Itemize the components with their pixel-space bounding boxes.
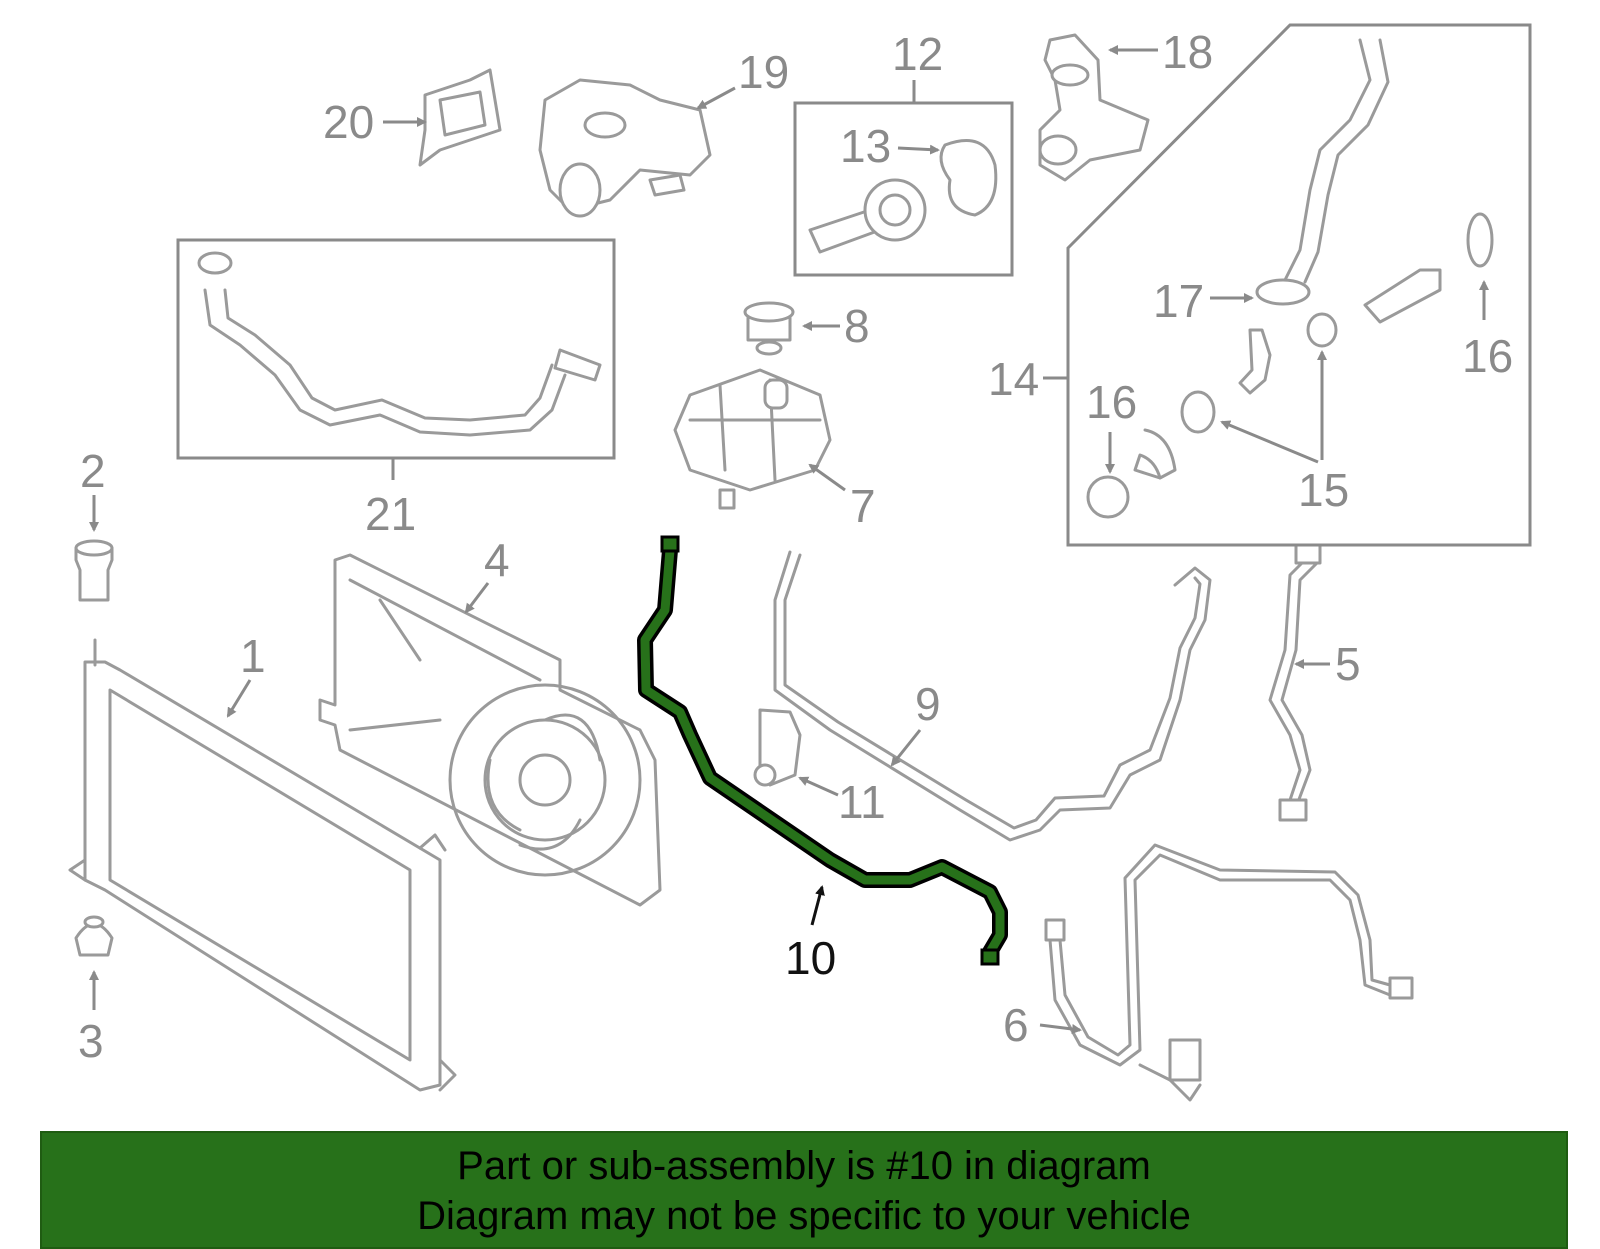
thermostat-housing[interactable]	[808, 139, 998, 254]
callout-10: 10	[785, 932, 836, 984]
callout-12: 12	[892, 28, 943, 80]
callout-14: 14	[988, 353, 1039, 405]
gasket-20[interactable]	[418, 68, 502, 167]
callout-6: 6	[1003, 999, 1029, 1051]
wiring-harness[interactable]	[1044, 843, 1414, 1102]
callout-13: 13	[840, 120, 891, 172]
callout-7: 7	[850, 480, 876, 532]
callout-3: 3	[78, 1015, 104, 1067]
callout-2: 2	[80, 445, 106, 497]
callout-17: 17	[1153, 275, 1204, 327]
coolant-reservoir[interactable]	[673, 368, 832, 510]
group-box-14	[1066, 23, 1532, 547]
hose-bracket-11[interactable]	[753, 708, 802, 787]
cooling-fan-assembly[interactable]	[318, 553, 662, 907]
lower-radiator-hose-21[interactable]	[197, 251, 602, 437]
coolant-hose-9[interactable]	[773, 550, 1212, 842]
callout-5: 5	[1335, 638, 1361, 690]
reservoir-cap[interactable]	[743, 301, 795, 356]
group-box-12	[793, 101, 1014, 277]
callout-1: 1	[240, 630, 266, 682]
coolant-hose-10-highlighted[interactable]	[637, 535, 1008, 966]
callout-20: 20	[323, 96, 374, 148]
callout-16-left: 16	[1086, 376, 1137, 428]
radiator-mount-lower[interactable]	[74, 915, 114, 957]
radiator-part[interactable]	[68, 638, 457, 1092]
callout-16-right: 16	[1462, 330, 1513, 382]
callout-8: 8	[844, 300, 870, 352]
upper-hose-kit[interactable]	[1086, 38, 1494, 519]
banner-line-2: Diagram may not be specific to your vehi…	[417, 1194, 1191, 1238]
callout-21: 21	[365, 488, 416, 540]
info-banner: Part or sub-assembly is #10 in diagram D…	[40, 1131, 1568, 1249]
banner-line-1: Part or sub-assembly is #10 in diagram	[457, 1144, 1151, 1188]
callout-11: 11	[838, 776, 886, 828]
callout-18: 18	[1162, 26, 1213, 78]
coolant-sensor-line[interactable]	[1268, 543, 1322, 822]
callout-4: 4	[484, 534, 510, 586]
radiator-grommet-upper[interactable]	[74, 539, 114, 602]
thermostat-housing-19[interactable]	[538, 78, 712, 218]
callout-15: 15	[1298, 464, 1349, 516]
callout-19: 19	[738, 46, 789, 98]
group-box-21	[176, 238, 616, 460]
callout-9: 9	[915, 678, 941, 730]
water-outlet-18[interactable]	[1038, 33, 1150, 182]
